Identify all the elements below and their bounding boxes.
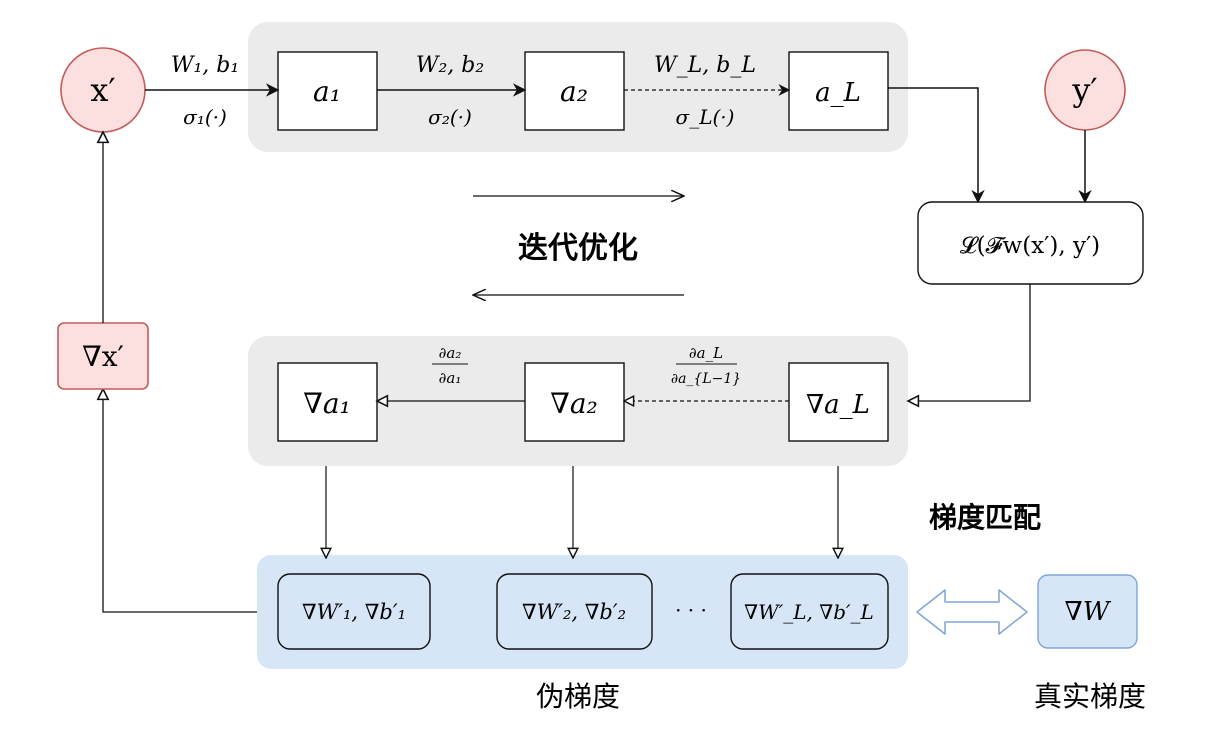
real-grad-box (1037, 574, 1138, 649)
layer-a1-label: a₁ (313, 75, 341, 108)
pseudo-grad-label-2: ∇W′₂, ∇b′₂ (522, 600, 626, 624)
layer-a2-label: a₂ (560, 75, 588, 108)
layer-a2-box (524, 51, 625, 131)
edge1-top-label: W₁, b₁ (171, 53, 239, 78)
edgeL-top-label: W_L, b_L (654, 53, 756, 78)
target-node-label: y′ (1071, 71, 1097, 109)
grad-a2-label: ∇a₂ (550, 387, 597, 420)
edge-loss-to-grad-aL (908, 284, 1031, 401)
edgeL2-numerator: ∂a_L (689, 344, 723, 362)
pseudo-grad-box-2 (496, 573, 653, 650)
pseudo-grad-box-1 (277, 573, 431, 650)
edgeL2-denominator: ∂a_{L−1} (671, 371, 741, 387)
grad-a1-label: ∇a₁ (303, 387, 350, 420)
match-double-arrow (916, 589, 1028, 635)
grad-x-label: ∇x′ (82, 340, 124, 373)
pseudo-grad-box-L (730, 573, 889, 650)
iterate-label: 迭代优化 (518, 231, 638, 266)
layer-aL-label: a_L (815, 78, 861, 108)
edgeL-bottom-label: σ_L(·) (676, 105, 735, 129)
real-grad-label: ∇W (1065, 597, 1112, 627)
edge-aL-to-loss (888, 87, 985, 204)
pseudo-gradient-caption: 伪梯度 (536, 680, 620, 713)
edge2-top-label: W₂, b₂ (416, 53, 484, 78)
edge21-numerator: ∂a₂ (439, 344, 462, 362)
edge-pseudo-to-grad-x (103, 389, 257, 613)
input-node-label: x′ (90, 71, 115, 109)
pseudo-grad-label-L: ∇W′_L, ∇b′_L (744, 600, 874, 624)
edge1-bottom-label: σ₁(·) (183, 105, 227, 129)
real-gradient-caption: 真实梯度 (1034, 680, 1146, 713)
pseudo-grad-ellipsis: · · · (675, 598, 707, 622)
grad-aL-box (788, 362, 889, 442)
grad-aL-label: ∇a_L (806, 390, 870, 420)
edge2-bottom-label: σ₂(·) (428, 105, 472, 129)
pseudo-grad-label-1: ∇W′₁, ∇b′₁ (302, 600, 406, 624)
loss-label: 𝓛(𝓕w(x′), y′) (960, 233, 1100, 259)
gradient-match-label: 梯度匹配 (929, 501, 1041, 534)
layer-a1-box (277, 51, 378, 131)
edge21-denominator: ∂a₁ (439, 369, 462, 387)
